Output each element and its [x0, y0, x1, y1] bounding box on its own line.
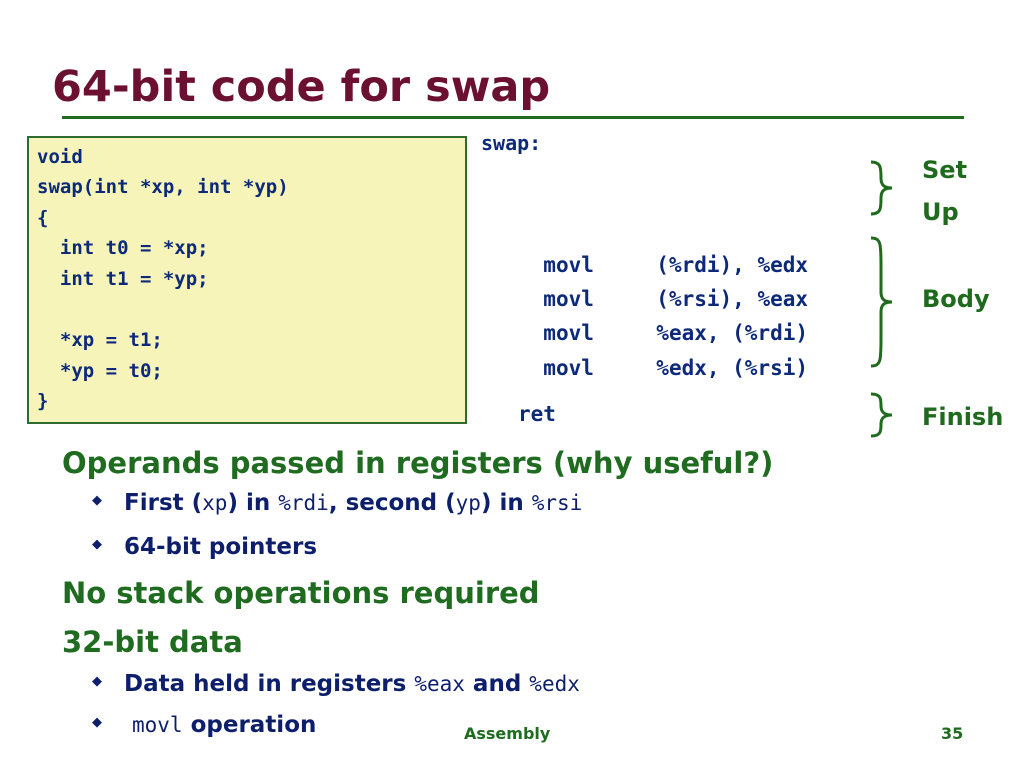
code-run: %rdi	[278, 491, 329, 515]
diamond-bullet-icon: ◆	[92, 537, 102, 552]
c-code-line: }	[37, 390, 49, 412]
c-code-line: swap(int *xp, int *yp)	[37, 176, 289, 198]
diamond-bullet-icon: ◆	[92, 715, 102, 730]
asm-opcode: movl	[543, 321, 594, 345]
setup-label: Set	[922, 156, 968, 184]
asm-operands: %eax, (%rdi)	[656, 321, 809, 345]
bullet-no-stack: No stack operations required	[62, 576, 540, 610]
c-code-line: void	[37, 146, 83, 168]
text-run: First (	[124, 490, 203, 516]
asm-label: swap:	[481, 131, 542, 155]
asm-instruction: movl (%rsi), %eax	[518, 268, 808, 310]
diamond-bullet-icon: ◆	[92, 674, 102, 689]
asm-opcode: movl	[543, 287, 594, 311]
footer-section-name: Assembly	[464, 724, 551, 743]
text-run: , second (	[328, 490, 456, 516]
text-run: 64-bit pointers	[124, 534, 318, 560]
c-code-line: *xp = t1;	[37, 329, 163, 351]
asm-operands: (%rdi), %edx	[656, 253, 809, 277]
page-number: 35	[941, 724, 964, 743]
diamond-bullet-icon: ◆	[92, 493, 102, 508]
text-run: Data held in registers	[124, 671, 415, 697]
sub-bullet-movl: ◆ movl operation	[92, 712, 316, 738]
slide-title: 64-bit code for swap	[52, 62, 551, 112]
asm-opcode: movl	[543, 253, 594, 277]
code-run: yp	[455, 491, 481, 515]
asm-instruction: movl %edx, (%rsi)	[518, 337, 808, 379]
bullet-operands: Operands passed in registers (why useful…	[62, 446, 774, 480]
sub-bullet-first-second: ◆First (xp) in %rdi, second (yp) in %rsi	[92, 490, 582, 516]
c-code-line: *yp = t0;	[37, 360, 163, 382]
asm-operands: (%rsi), %eax	[656, 287, 809, 311]
c-code-line: int t1 = *yp;	[37, 268, 209, 290]
code-run: %rsi	[531, 491, 583, 515]
asm-opcode: movl	[543, 356, 594, 380]
setup-brace-icon	[870, 160, 893, 216]
title-underline	[62, 116, 964, 119]
text-run: operation	[182, 712, 317, 738]
code-run: %eax	[414, 672, 465, 696]
code-run: movl	[132, 713, 183, 737]
body-brace-icon	[870, 236, 893, 368]
asm-instruction: movl (%rdi), %edx	[518, 234, 808, 276]
text-run: ) in	[227, 490, 279, 516]
finish-label: Finish	[922, 403, 1004, 431]
c-code-box: void swap(int *xp, int *yp) { int t0 = *…	[27, 136, 467, 424]
setup-label: Up	[922, 198, 959, 226]
asm-instruction: movl %eax, (%rdi)	[518, 302, 808, 344]
code-run: %edx	[529, 672, 580, 696]
bullet-32bit-data: 32-bit data	[62, 625, 243, 659]
code-run: xp	[202, 491, 228, 515]
body-label: Body	[922, 285, 990, 313]
c-code-line: int t0 = *xp;	[37, 237, 209, 259]
text-run: and	[464, 671, 530, 697]
c-code-line: {	[37, 207, 49, 229]
text-run: ) in	[480, 490, 532, 516]
asm-operands: %edx, (%rsi)	[656, 356, 809, 380]
asm-ret: ret	[518, 402, 556, 426]
sub-bullet-registers: ◆ Data held in registers %eax and %edx	[92, 671, 580, 697]
finish-brace-icon	[870, 392, 893, 438]
sub-bullet-64bit-pointers: ◆ 64-bit pointers	[92, 534, 317, 560]
